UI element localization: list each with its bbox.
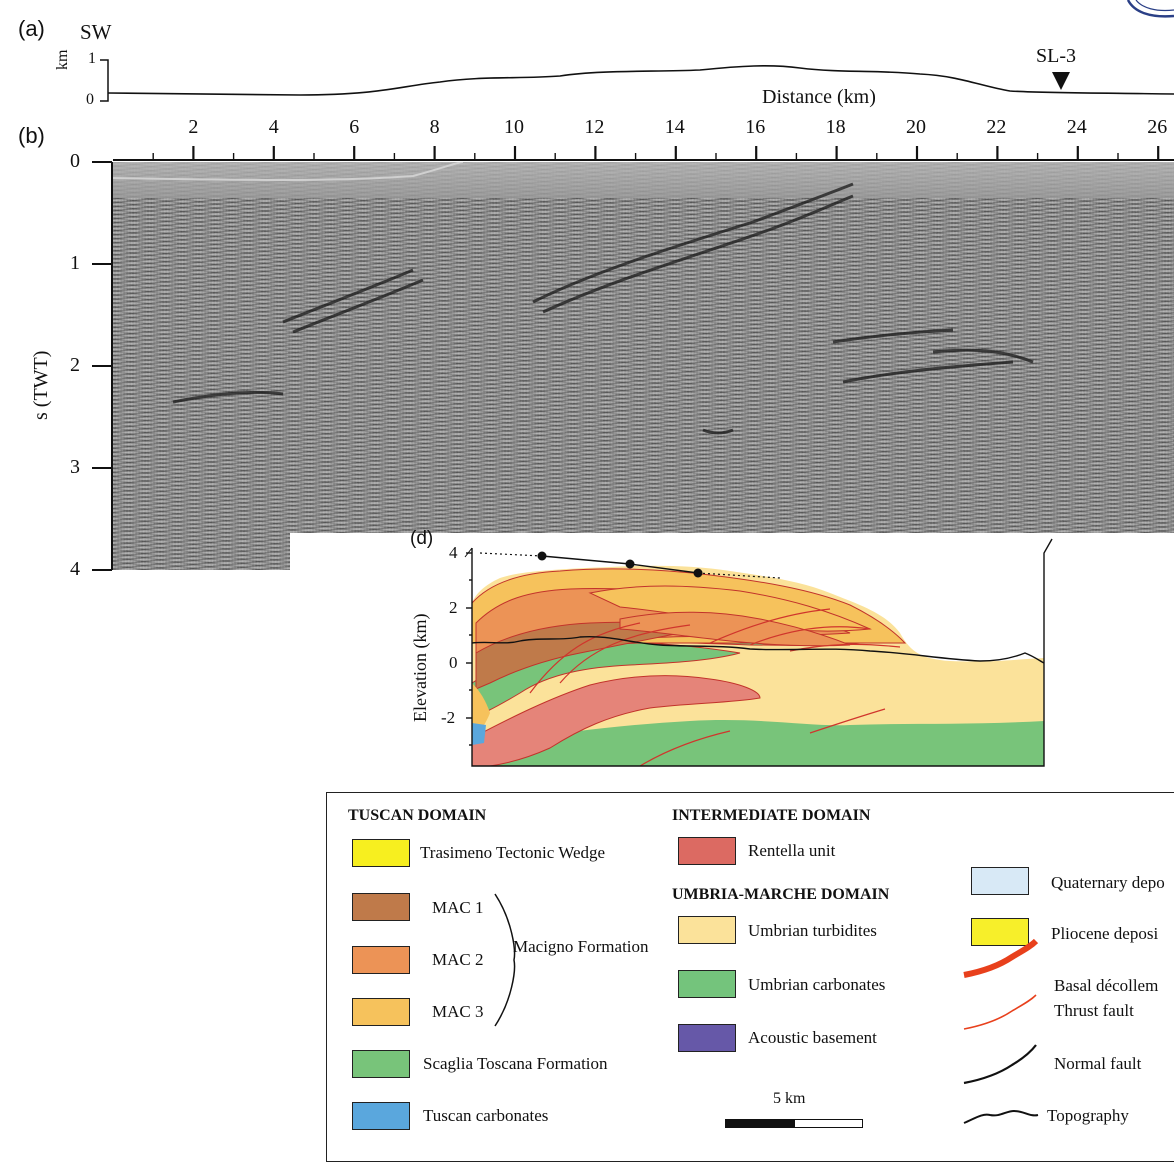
distance-tick-label: 12 <box>584 116 605 138</box>
panel-b-label: (b) <box>18 123 45 148</box>
scale-bar-white <box>794 1119 863 1128</box>
elevation-tick-2: 2 <box>449 598 458 617</box>
legend-swatch-mac3 <box>352 998 410 1026</box>
distance-tick-label: 2 <box>188 116 199 138</box>
twt-tick-label: 2 <box>70 354 80 376</box>
distance-axis-title: Distance (km) <box>762 86 876 108</box>
legend <box>326 792 1174 1162</box>
distance-tick-label: 26 <box>1147 116 1168 138</box>
topography-y-tick-1: 1 <box>88 50 96 67</box>
legend-swatch-trasimeno <box>352 839 410 867</box>
topography-line-icon <box>963 1109 1039 1124</box>
legend-swatch-scaglia-toscana <box>352 1050 410 1078</box>
twt-tick-label: 3 <box>70 456 80 478</box>
logo-icon <box>1126 0 1174 18</box>
station-label: SL-3 <box>1036 45 1076 67</box>
reference-point-1 <box>537 551 547 561</box>
topography-profile <box>100 59 1174 102</box>
legend-label-mac3: MAC 3 <box>432 1002 484 1021</box>
legend-label-thrust-fault: Thrust fault <box>1054 1001 1134 1020</box>
legend-swatch-umbrian-carbonates <box>678 970 736 998</box>
distance-tick-label: 14 <box>664 116 685 138</box>
legend-swatch-quaternary <box>971 867 1029 895</box>
legend-label-mac1: MAC 1 <box>432 898 484 917</box>
twt-tick-label: 4 <box>70 558 80 580</box>
distance-tick-label: 6 <box>349 116 360 138</box>
legend-swatch-rentella <box>678 837 736 865</box>
cross-section-topography-line <box>471 635 1045 664</box>
legend-label-rentella: Rentella unit <box>748 841 836 860</box>
legend-label-acoustic-basement: Acoustic basement <box>748 1028 877 1047</box>
legend-label-normal-fault: Normal fault <box>1054 1054 1142 1073</box>
distance-tick-label: 20 <box>906 116 926 138</box>
normal-fault-line-icon <box>963 1044 1037 1085</box>
legend-label-tuscan-carbonates: Tuscan carbonates <box>423 1106 549 1125</box>
distance-tick-label: 8 <box>429 116 440 138</box>
legend-label-trasimeno: Trasimeno Tectonic Wedge <box>420 843 606 862</box>
thrust-fault-line-icon <box>963 994 1037 1030</box>
legend-heading-tuscan: TUSCAN DOMAIN <box>348 807 487 824</box>
elevation-tick-4: 4 <box>449 543 458 562</box>
distance-axis <box>113 146 1174 161</box>
legend-label-topography: Topography <box>1047 1106 1129 1125</box>
legend-heading-intermediate: INTERMEDIATE DOMAIN <box>672 807 871 824</box>
legend-swatch-mac2 <box>352 946 410 974</box>
legend-swatch-tuscan-carbonates <box>352 1102 410 1130</box>
station-triangle-icon <box>1052 72 1070 90</box>
distance-tick-label: 18 <box>825 116 846 138</box>
basal-decollement-line-icon <box>963 938 1039 978</box>
legend-swatch-umbrian-turbidites <box>678 916 736 944</box>
elevation-tick-minus-2: -2 <box>441 708 456 727</box>
scale-bar-black <box>725 1119 795 1128</box>
distance-tick-label: 24 <box>1066 116 1087 138</box>
macigno-bracket <box>494 893 516 1027</box>
seismic-y-label: s (TWT) <box>30 350 52 420</box>
legend-swatch-pliocene <box>971 918 1029 946</box>
panel-d-label: (d) <box>410 528 434 549</box>
direction-label-sw: SW <box>80 20 112 44</box>
legend-label-pliocene: Pliocene deposi <box>1051 924 1159 943</box>
elevation-tick-0: 0 <box>449 653 458 672</box>
topography-line <box>107 65 1174 96</box>
legend-swatch-mac1 <box>352 893 410 921</box>
legend-heading-umbria: UMBRIA-MARCHE DOMAIN <box>672 886 890 903</box>
elevation-y-label: Elevation (km) <box>410 613 430 722</box>
legend-line-symbols <box>963 938 1039 1124</box>
distance-tick-label: 16 <box>745 116 766 138</box>
distance-tick-label: 22 <box>986 116 1007 138</box>
panel-a-label: (a) <box>18 16 45 41</box>
legend-label-scaglia-toscana: Scaglia Toscana Formation <box>423 1054 608 1073</box>
legend-label-basal-decollement: Basal décollem <box>1054 976 1159 995</box>
legend-label-umbrian-carbonates: Umbrian carbonates <box>748 975 886 994</box>
legend-swatch-acoustic-basement <box>678 1024 736 1052</box>
twt-tick-label: 0 <box>70 150 80 172</box>
seismic-section-image <box>113 162 1174 570</box>
scale-bar-label: 5 km <box>773 1090 806 1107</box>
seismic-y-axis <box>92 161 113 571</box>
legend-label-quaternary: Quaternary depo <box>1051 873 1165 892</box>
cross-section-diagram <box>464 538 1053 767</box>
reference-point-2 <box>625 559 635 569</box>
legend-label-umbrian-turbidites: Umbrian turbidites <box>748 921 877 940</box>
reference-point-3 <box>693 568 703 578</box>
distance-tick-label: 10 <box>504 116 524 138</box>
twt-tick-label: 1 <box>70 252 80 274</box>
topography-y-tick-0: 0 <box>86 91 94 108</box>
distance-tick-label: 4 <box>268 116 279 138</box>
legend-label-mac2: MAC 2 <box>432 950 484 969</box>
legend-label-macigno-formation: Macigno Formation <box>513 937 649 956</box>
